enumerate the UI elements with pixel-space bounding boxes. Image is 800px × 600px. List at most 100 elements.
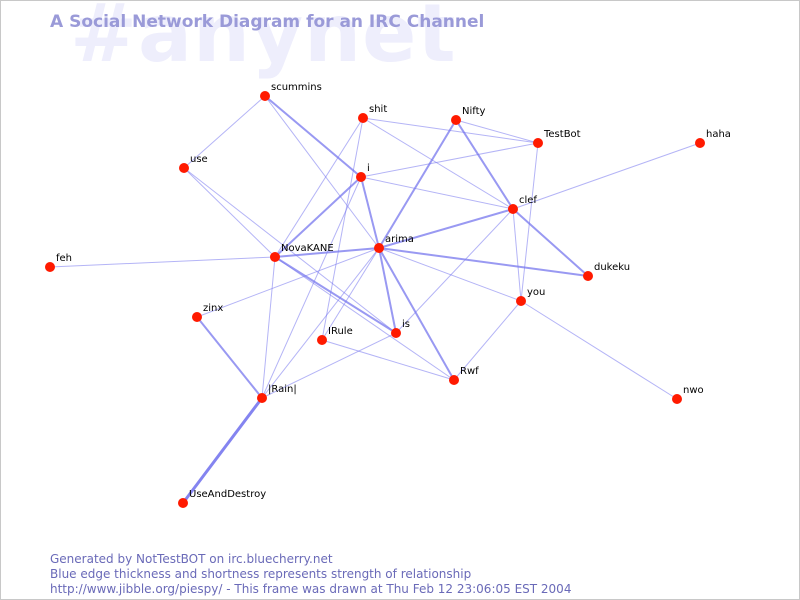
node-label: TestBot (543, 129, 581, 140)
edge-haha-clef (512, 142, 701, 210)
node-dot (192, 312, 202, 322)
node-irainl: |Rain| (257, 384, 297, 403)
node-label: Nifty (462, 106, 486, 117)
node-clef: clef (508, 195, 537, 214)
node-dot (358, 113, 368, 123)
node-dot (533, 138, 543, 148)
node-label: |Rain| (268, 384, 297, 395)
footer-generated-by: Generated by NotTestBOT on irc.bluecherr… (50, 552, 333, 566)
node-novakane: NovaKANE (270, 243, 334, 262)
edge-arima-irainl (261, 247, 380, 399)
node-dot (508, 204, 518, 214)
edge-testbot-i (360, 142, 539, 178)
node-label: zinx (203, 303, 223, 314)
node-dot (356, 172, 366, 182)
edge-irainl-useanddestroy (181, 397, 264, 504)
edge-irule-rwf (321, 339, 455, 381)
node-shit: shit (358, 104, 387, 123)
node-dot (516, 296, 526, 306)
edge-novakane-irainl (261, 256, 276, 399)
node-testbot: TestBot (533, 129, 581, 148)
edge-zinx-irainl (196, 316, 263, 399)
edge-i-clef (360, 176, 514, 210)
node-arima: arima (374, 234, 414, 253)
node-dot (317, 335, 327, 345)
node-dot (583, 271, 593, 281)
edge-you-nwo (520, 300, 678, 400)
node-nifty: Nifty (451, 106, 486, 125)
edge-nifty-testbot (455, 119, 539, 144)
node-dot (672, 394, 682, 404)
node-dot (178, 498, 188, 508)
edge-use-novakane (183, 167, 276, 258)
node-label: clef (519, 195, 537, 206)
node-label: use (190, 154, 208, 165)
node-label: shit (369, 104, 387, 115)
node-feh: feh (45, 253, 72, 272)
footer: Generated by NotTestBOT on irc.bluecherr… (50, 552, 571, 597)
node-label: haha (706, 129, 731, 140)
node-you: you (516, 287, 545, 306)
edge-i-novakane (274, 176, 362, 258)
edge-nifty-arima (378, 119, 457, 249)
node-dot (260, 91, 270, 101)
node-label: IRule (328, 326, 353, 337)
node-dot (257, 393, 267, 403)
edges-layer (49, 95, 701, 504)
node-label: nwo (683, 385, 704, 396)
node-nwo: nwo (672, 385, 704, 404)
node-label: feh (56, 253, 72, 264)
node-dot (695, 138, 705, 148)
node-use: use (179, 154, 208, 173)
footer-legend-note: Blue edge thickness and shortness repres… (50, 567, 472, 581)
node-is: is (391, 319, 410, 338)
node-label: Rwf (460, 366, 479, 377)
node-label: arima (385, 234, 414, 245)
node-label: dukeku (594, 262, 630, 273)
edge-is-irainl (261, 332, 397, 399)
node-label: NovaKANE (281, 243, 334, 254)
node-dot (179, 163, 189, 173)
edge-i-arima (360, 176, 380, 249)
edge-feh-novakane (49, 256, 276, 268)
edge-shit-clef (362, 117, 514, 210)
channel-watermark: #anynet (70, 0, 457, 80)
edge-novakane-rwf (274, 256, 455, 381)
node-dot (449, 375, 459, 385)
node-dot (374, 243, 384, 253)
edge-you-rwf (453, 300, 522, 381)
node-haha: haha (695, 129, 731, 148)
edge-testbot-you (520, 142, 539, 302)
node-scummins: scummins (260, 82, 322, 101)
edge-arima-is (378, 247, 397, 334)
edge-novakane-arima (274, 247, 380, 258)
node-irule: IRule (317, 326, 353, 345)
node-dot (270, 252, 280, 262)
edge-arima-irule (321, 247, 380, 341)
node-label: i (367, 163, 370, 174)
node-label: UseAndDestroy (189, 489, 266, 500)
node-dot (45, 262, 55, 272)
edge-arima-rwf (378, 247, 455, 381)
edge-shit-novakane (274, 117, 364, 258)
footer-url-timestamp: http://www.jibble.org/piespy/ - This fra… (50, 582, 572, 596)
edge-scummins-arima (264, 95, 380, 249)
node-i: i (356, 163, 370, 182)
node-dukeku: dukeku (583, 262, 630, 281)
edge-scummins-i (264, 95, 362, 178)
edge-arima-dukeku (378, 247, 589, 277)
edge-i-irainl (261, 176, 362, 399)
diagram-title: A Social Network Diagram for an IRC Chan… (50, 12, 485, 32)
edge-clef-arima (378, 208, 514, 249)
node-label: is (402, 319, 410, 330)
edge-use-is (183, 167, 397, 334)
node-dot (451, 115, 461, 125)
edge-novakane-is (274, 256, 397, 334)
node-rwf: Rwf (449, 366, 479, 385)
edge-arima-you (378, 247, 522, 302)
edge-clef-is (395, 208, 514, 334)
node-dot (391, 328, 401, 338)
